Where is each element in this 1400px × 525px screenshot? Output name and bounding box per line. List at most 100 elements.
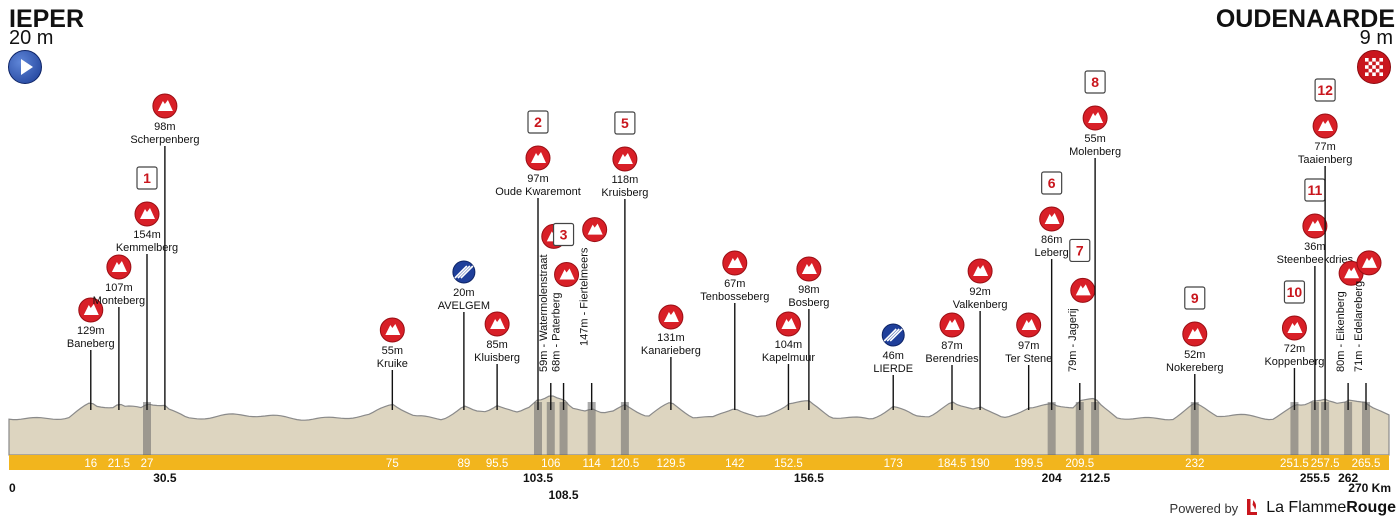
icon-mountain bbox=[1187, 328, 1203, 339]
cobble-sector bbox=[1091, 402, 1100, 455]
badge-number: 3 bbox=[560, 227, 568, 243]
km-label: 199.5 bbox=[1014, 458, 1043, 470]
axis-end-label: 270 Km bbox=[1348, 481, 1391, 495]
climb-marker: 80m - Eikenberg bbox=[1335, 260, 1364, 410]
climb-name-label: Molenberg bbox=[1069, 146, 1121, 158]
climb-mountain-icon bbox=[1016, 312, 1042, 338]
climb-vertical-label: 80m - Eikenberg bbox=[1335, 291, 1347, 372]
climb-name-label: LIERDE bbox=[873, 363, 913, 375]
km-label-below: 156.5 bbox=[794, 471, 824, 485]
climb-name-label: Taaienberg bbox=[1298, 154, 1352, 166]
climb-name-label: AVELGEM bbox=[438, 300, 490, 312]
cobble-sector bbox=[1190, 402, 1199, 455]
badge-box bbox=[614, 111, 636, 135]
climb-number-badge: 10 bbox=[1283, 280, 1306, 304]
climb-number-badge: 12 bbox=[1314, 78, 1336, 102]
km-label: 120.5 bbox=[610, 458, 639, 470]
climb-marker: 147m - Fiertelmeers bbox=[579, 217, 608, 410]
cobble-sector bbox=[1362, 402, 1370, 455]
icon-mountain bbox=[1088, 112, 1104, 123]
climb-vertical-label: 71m - Edelareberg bbox=[1353, 281, 1365, 372]
cobble-sector bbox=[620, 402, 629, 455]
icon-mountain bbox=[1044, 213, 1060, 224]
icon-stripe bbox=[883, 328, 897, 342]
icon-mountain bbox=[1021, 319, 1037, 330]
climb-altitude-label: 87m bbox=[941, 340, 962, 352]
climb-mountain-icon bbox=[1082, 105, 1108, 131]
climb-altitude-label: 46m bbox=[883, 350, 904, 362]
cobble-sector bbox=[587, 402, 596, 455]
badge-number: 6 bbox=[1048, 175, 1056, 191]
icon-mountain bbox=[1075, 284, 1091, 296]
powered-by-label: Powered by bbox=[1169, 500, 1239, 516]
climb-mountain-icon bbox=[612, 146, 638, 172]
climb-mountain-icon bbox=[152, 93, 178, 119]
climb-altitude-label: 154m bbox=[133, 229, 161, 241]
icon-stripe bbox=[460, 265, 474, 279]
cobble-sector bbox=[1290, 402, 1299, 455]
icon-mountain bbox=[385, 324, 401, 335]
climb-name-label: Leberg bbox=[1035, 247, 1069, 259]
climb-mountain-icon bbox=[796, 256, 822, 282]
climb-number-badge: 11 bbox=[1304, 178, 1326, 202]
km-label: 106 bbox=[541, 458, 560, 470]
icon-mountain bbox=[157, 100, 173, 111]
icon-mountain bbox=[111, 261, 127, 272]
climb-name-label: Monteberg bbox=[93, 295, 146, 307]
climb-name-label: Kruike bbox=[377, 358, 408, 370]
badge-number: 7 bbox=[1076, 242, 1084, 258]
climb-altitude-label: 52m bbox=[1184, 349, 1205, 361]
km-label: 232 bbox=[1185, 458, 1204, 470]
start-altitude: 20 m bbox=[9, 27, 54, 49]
icon-mountain bbox=[559, 268, 575, 280]
badge-box bbox=[1069, 238, 1091, 263]
climb-altitude-label: 129m bbox=[77, 325, 105, 337]
climb-name-label: Kruisberg bbox=[601, 187, 648, 199]
climb-name-label: Kanarieberg bbox=[641, 345, 701, 357]
cobble-sector bbox=[1321, 402, 1330, 455]
km-label: 265.5 bbox=[1352, 458, 1381, 470]
climb-number-badge: 8 bbox=[1084, 70, 1106, 94]
climb-altitude-label: 86m bbox=[1041, 234, 1062, 246]
badge-box bbox=[1314, 78, 1336, 102]
badge-box bbox=[1041, 171, 1063, 195]
climb-altitude-label: 97m bbox=[527, 173, 548, 185]
finish-checkered-flag-icon bbox=[1357, 50, 1391, 84]
climb-mountain-icon bbox=[379, 317, 405, 343]
climb-mountain-icon bbox=[967, 258, 993, 284]
km-label: 95.5 bbox=[486, 458, 508, 470]
climb-name-label: Valkenberg bbox=[953, 299, 1008, 311]
icon-mountain bbox=[1344, 267, 1360, 279]
climb-mountain-icon bbox=[775, 311, 801, 337]
brand-name: La FlammeRouge bbox=[1266, 499, 1396, 517]
climb-name-label: Kluisberg bbox=[474, 352, 520, 364]
climb-mountain-icon bbox=[1356, 250, 1382, 276]
flame-logo-icon bbox=[1247, 499, 1258, 515]
icon-mountain bbox=[801, 263, 817, 274]
climb-mountain-icon bbox=[1312, 113, 1338, 139]
km-label: 257.5 bbox=[1311, 458, 1340, 470]
climb-number-badge: 6 bbox=[1041, 171, 1063, 195]
cobble-sector bbox=[1310, 402, 1319, 455]
cobble-sector bbox=[1047, 402, 1056, 455]
climb-name-label: Steenbeekdries bbox=[1277, 254, 1354, 266]
climb-altitude-label: 97m bbox=[1018, 340, 1039, 352]
icon-mountain bbox=[1318, 120, 1334, 131]
climb-mountain-icon bbox=[1338, 260, 1364, 286]
climb-altitude-label: 98m bbox=[798, 284, 819, 296]
icon-mountain bbox=[490, 318, 506, 329]
icon-mountain bbox=[83, 304, 99, 315]
climb-name-label: Kemmelberg bbox=[116, 242, 178, 254]
km-label: 173 bbox=[884, 458, 903, 470]
climb-altitude-label: 20m bbox=[453, 287, 474, 299]
climb-name-label: Bosberg bbox=[788, 297, 829, 309]
badge-box bbox=[1283, 280, 1306, 304]
icon-mountain bbox=[727, 257, 743, 268]
km-label: 129.5 bbox=[656, 458, 685, 470]
